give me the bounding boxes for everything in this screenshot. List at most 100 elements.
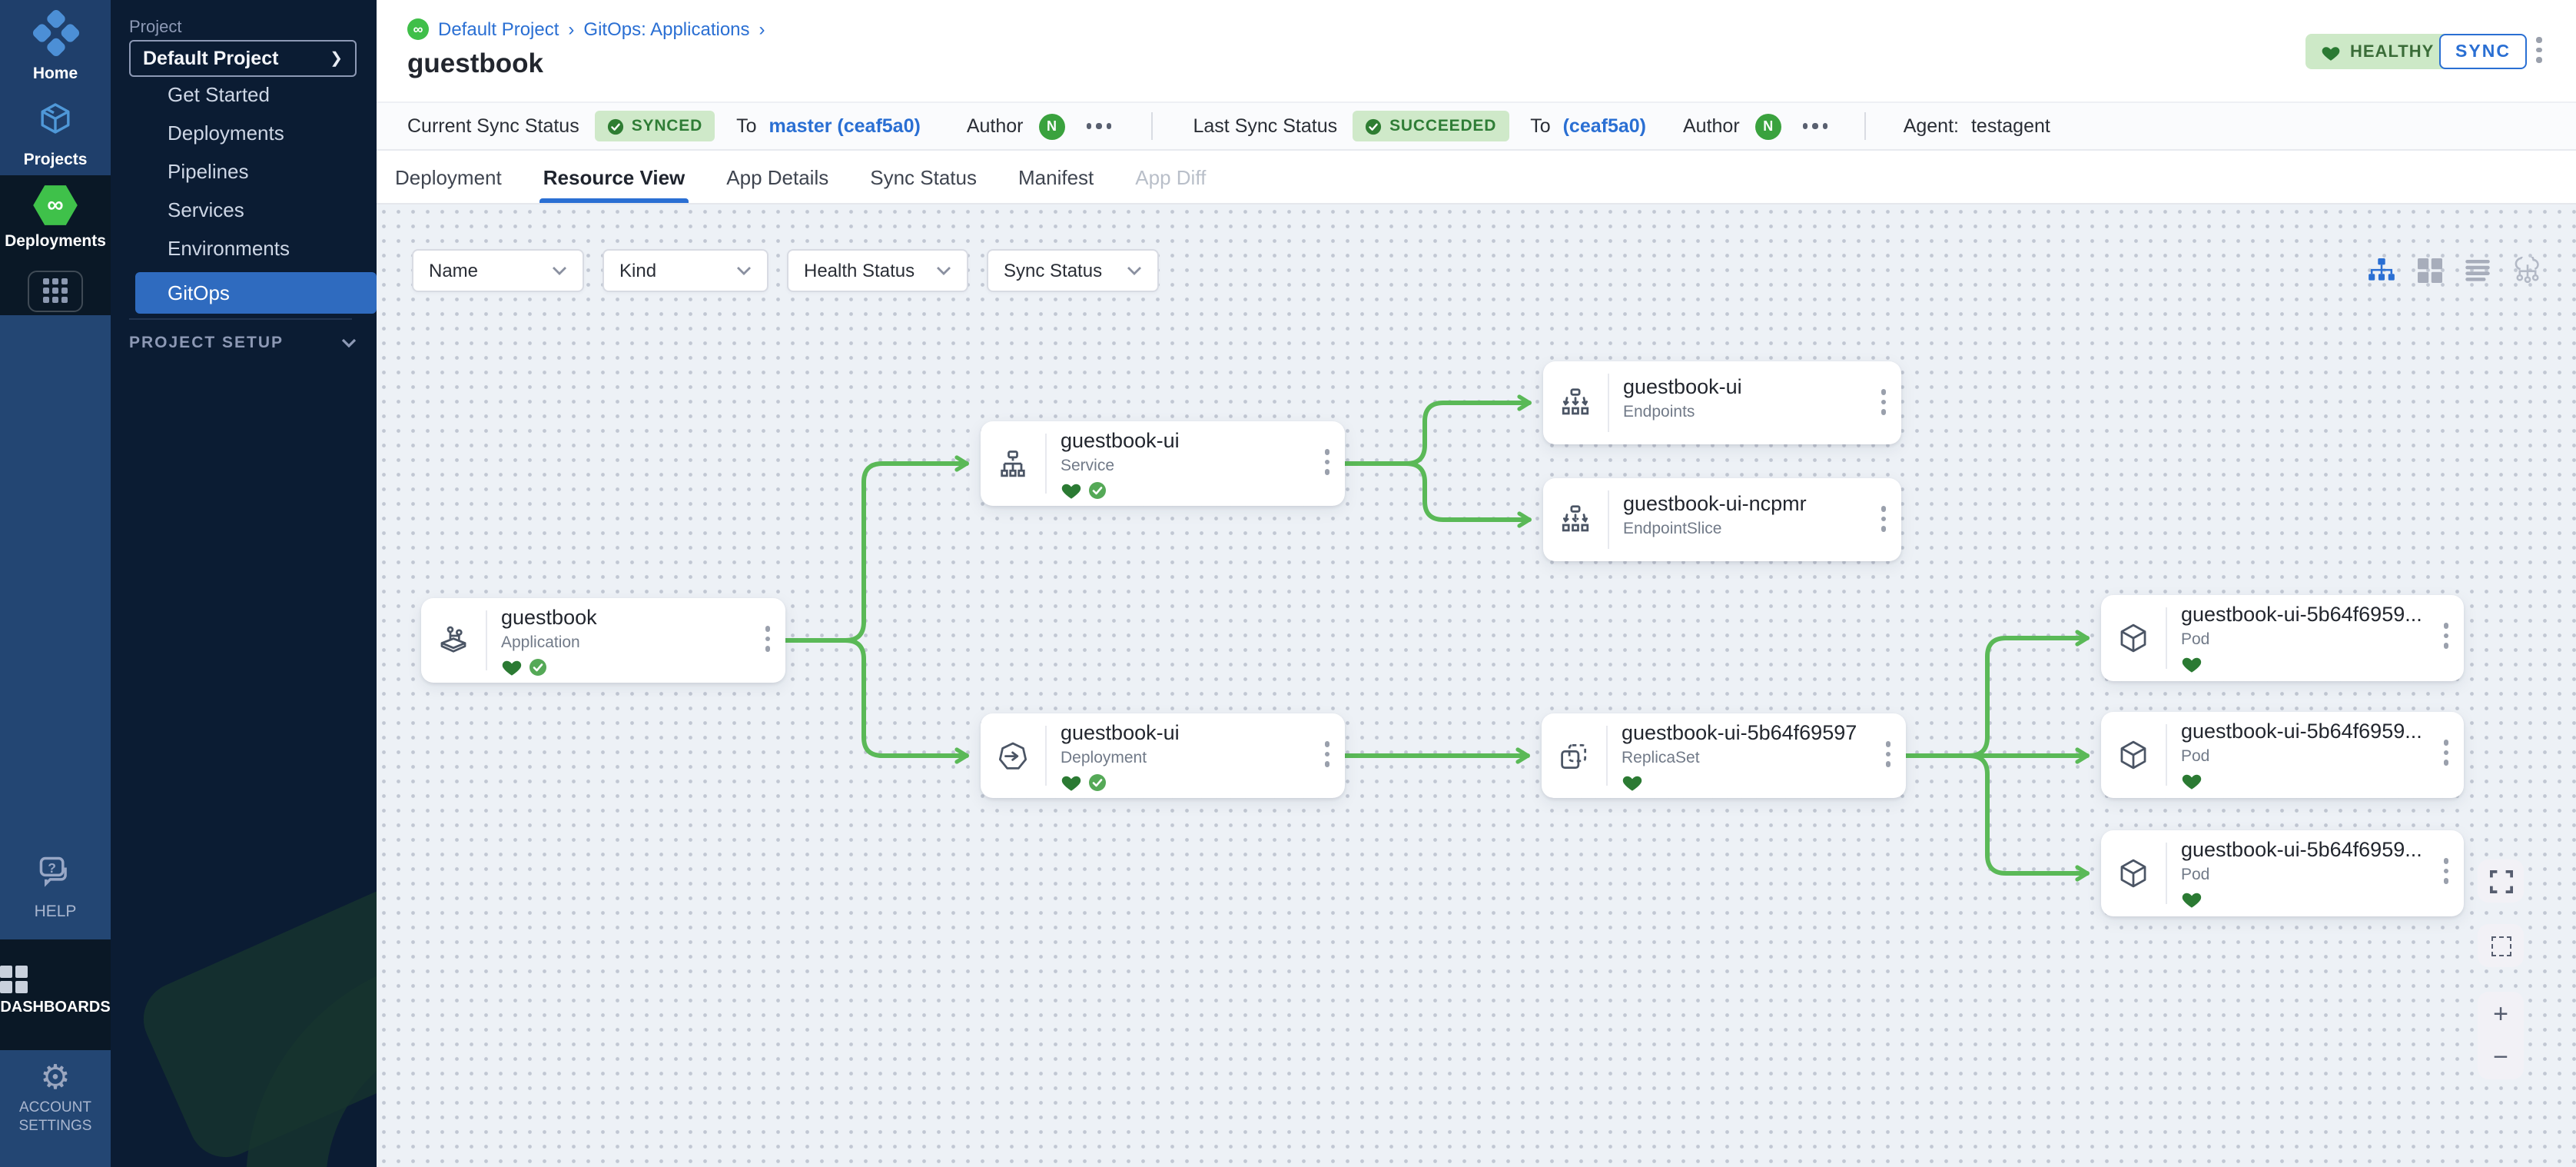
resource-node-pod-2[interactable]: guestbook-ui-5b64f6959... Pod bbox=[2101, 712, 2464, 798]
project-selector[interactable]: Default Project ❯ bbox=[129, 40, 357, 77]
resource-kind: EndpointSlice bbox=[1623, 520, 1722, 538]
tree-view-toggle[interactable] bbox=[2369, 258, 2395, 282]
health-status-filter-dropdown[interactable]: Health Status bbox=[787, 249, 968, 292]
divider bbox=[1864, 112, 1867, 140]
pod-icon bbox=[2101, 595, 2166, 681]
sidebar-item-pipelines[interactable]: Pipelines bbox=[168, 160, 249, 183]
network-view-toggle[interactable] bbox=[2513, 257, 2542, 283]
node-menu-button[interactable] bbox=[765, 626, 770, 651]
tab-app-details[interactable]: App Details bbox=[726, 165, 829, 188]
tab-resource-view[interactable]: Resource View bbox=[539, 151, 689, 203]
healthy-heart-icon bbox=[2182, 774, 2202, 790]
author-avatar: N bbox=[1038, 113, 1065, 139]
svg-text:?: ? bbox=[48, 860, 56, 876]
sync-status-filter-dropdown[interactable]: Sync Status bbox=[987, 249, 1159, 292]
node-menu-button[interactable] bbox=[1881, 389, 1886, 414]
resource-node-deployment[interactable]: guestbook-ui Deployment bbox=[981, 713, 1345, 798]
last-sync-status-label: Last Sync Status bbox=[1193, 115, 1338, 137]
breadcrumb-default-project[interactable]: Default Project bbox=[438, 18, 559, 40]
module-rail: Home Projects ∞ Deployments bbox=[0, 0, 111, 1167]
current-sync-more-button[interactable] bbox=[1086, 123, 1112, 129]
sidebar-item-gitops[interactable]: GitOps bbox=[135, 272, 377, 314]
node-menu-button[interactable] bbox=[1324, 449, 1329, 474]
node-menu-button[interactable] bbox=[1881, 506, 1886, 531]
zoom-out-button[interactable]: − bbox=[2493, 1042, 2508, 1072]
resource-node-service[interactable]: guestbook-ui Service bbox=[981, 421, 1345, 506]
current-revision-link[interactable]: master (ceaf5a0) bbox=[768, 115, 921, 137]
resource-tree-canvas: Name Kind Health Status Sync Status bbox=[377, 204, 2576, 1167]
rail-item-account-settings[interactable]: ⚙ ACCOUNT SETTINGS bbox=[0, 1060, 111, 1135]
tab-sync-status[interactable]: Sync Status bbox=[870, 165, 977, 188]
resource-kind: Pod bbox=[2181, 630, 2210, 649]
author-label: Author bbox=[1683, 115, 1740, 137]
resource-kind: ReplicaSet bbox=[1622, 749, 1700, 767]
sidebar-item-get-started[interactable]: Get Started bbox=[168, 83, 270, 106]
app-tabs: Deployment Resource View App Details Syn… bbox=[377, 151, 2576, 204]
rail-account-label-1: ACCOUNT bbox=[19, 1099, 91, 1116]
project-setup-toggle[interactable]: PROJECT SETUP bbox=[129, 334, 357, 352]
resource-node-pod-1[interactable]: guestbook-ui-5b64f6959... Pod bbox=[2101, 595, 2464, 681]
synced-check-icon bbox=[1089, 773, 1106, 790]
resource-kind: Pod bbox=[2181, 866, 2210, 884]
node-menu-button[interactable] bbox=[2443, 858, 2448, 883]
endpoints-icon bbox=[1543, 361, 1608, 444]
resource-node-endpointslice[interactable]: guestbook-ui-ncpmr EndpointSlice bbox=[1543, 478, 1901, 561]
rail-home-label: Home bbox=[32, 65, 78, 83]
rail-item-projects[interactable]: Projects bbox=[0, 100, 111, 169]
sidebar-item-environments[interactable]: Environments bbox=[168, 237, 290, 260]
rail-section-mid bbox=[0, 315, 111, 939]
succeeded-badge: SUCCEEDED bbox=[1353, 111, 1509, 141]
breadcrumb: ∞ Default Project › GitOps: Applications… bbox=[407, 18, 765, 40]
kind-filter-dropdown[interactable]: Kind bbox=[603, 249, 768, 292]
rail-item-dashboards[interactable]: DASHBOARDS bbox=[0, 966, 111, 1016]
rail-item-home[interactable]: Home bbox=[0, 8, 111, 83]
grid-view-toggle[interactable] bbox=[2418, 258, 2442, 282]
sidebar-item-services[interactable]: Services bbox=[168, 198, 244, 221]
resource-node-pod-3[interactable]: guestbook-ui-5b64f6959... Pod bbox=[2101, 830, 2464, 916]
agent-value: testagent bbox=[1970, 115, 2050, 137]
resource-node-application[interactable]: guestbook Application bbox=[421, 598, 785, 683]
node-menu-button[interactable] bbox=[2443, 740, 2448, 765]
sidebar-item-deployments[interactable]: Deployments bbox=[168, 121, 284, 145]
breadcrumb-gitops-applications[interactable]: GitOps: Applications bbox=[583, 18, 750, 40]
check-circle-icon bbox=[607, 118, 623, 135]
resource-name: guestbook-ui-5b64f6959... bbox=[2181, 838, 2422, 861]
last-revision-link[interactable]: (ceaf5a0) bbox=[1562, 115, 1646, 137]
resource-node-replicaset[interactable]: guestbook-ui-5b64f69597 ReplicaSet bbox=[1542, 713, 1906, 798]
current-sync-status-label: Current Sync Status bbox=[407, 115, 579, 137]
last-sync-more-button[interactable] bbox=[1802, 123, 1828, 129]
healthy-heart-icon bbox=[2182, 893, 2202, 908]
zoom-in-button[interactable]: + bbox=[2493, 999, 2508, 1029]
name-filter-dropdown[interactable]: Name bbox=[412, 249, 584, 292]
node-menu-button[interactable] bbox=[1885, 741, 1891, 766]
app-menu-button[interactable] bbox=[2536, 37, 2541, 62]
projects-cube-icon bbox=[41, 103, 70, 134]
module-grid-icon bbox=[28, 270, 83, 311]
project-sidebar: Project Default Project ❯ Get Started De… bbox=[111, 0, 377, 1167]
author-avatar: N bbox=[1754, 113, 1781, 139]
rail-item-deployments[interactable]: ∞ Deployments bbox=[0, 185, 111, 251]
page-header: ∞ Default Project › GitOps: Applications… bbox=[377, 0, 2576, 101]
rail-item-module-picker[interactable] bbox=[0, 264, 111, 311]
selection-mode-button[interactable] bbox=[2478, 924, 2524, 967]
rail-dashboards-label: DASHBOARDS bbox=[0, 999, 111, 1016]
synced-check-icon bbox=[529, 658, 546, 675]
view-toggle-group bbox=[2369, 257, 2542, 283]
healthy-heart-icon bbox=[1622, 776, 1642, 791]
list-view-toggle[interactable] bbox=[2465, 259, 2490, 281]
rail-item-help[interactable]: ? HELP bbox=[0, 855, 111, 921]
resource-node-endpoints[interactable]: guestbook-ui Endpoints bbox=[1543, 361, 1901, 444]
node-menu-button[interactable] bbox=[2443, 623, 2448, 648]
fullscreen-icon bbox=[2489, 869, 2512, 893]
tab-manifest[interactable]: Manifest bbox=[1018, 165, 1094, 188]
healthy-heart-icon bbox=[1061, 776, 1081, 791]
fullscreen-button[interactable] bbox=[2478, 859, 2524, 903]
sync-button[interactable]: SYNC bbox=[2439, 34, 2527, 69]
node-menu-button[interactable] bbox=[1324, 741, 1329, 766]
sidebar-divider bbox=[129, 318, 352, 320]
resource-kind: Application bbox=[501, 633, 580, 652]
synced-badge: SYNCED bbox=[594, 111, 715, 141]
healthy-heart-icon bbox=[502, 660, 522, 676]
tab-deployment[interactable]: Deployment bbox=[395, 165, 502, 188]
resource-name: guestbook-ui bbox=[1061, 429, 1180, 452]
